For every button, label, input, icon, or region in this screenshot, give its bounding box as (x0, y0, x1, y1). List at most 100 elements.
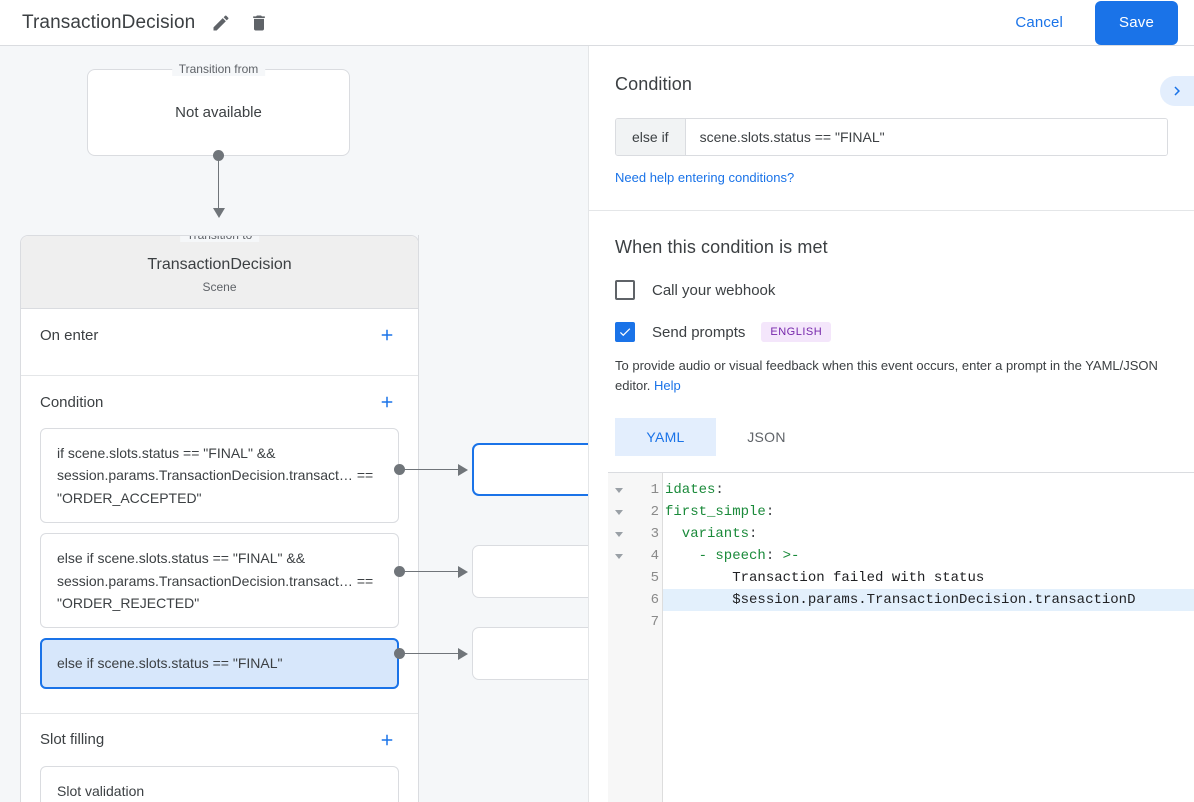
prompts-note: To provide audio or visual feedback when… (615, 356, 1168, 396)
editor-line[interactable]: idates: (663, 479, 1194, 501)
flow-canvas[interactable]: Transition from Not available Transition… (0, 46, 588, 802)
scene-name: TransactionDecision (147, 256, 292, 273)
section-title-slot-filling: Slot filling (40, 731, 105, 749)
editor-fold-toggle-4[interactable] (608, 545, 630, 567)
editor-line-number: 6 (650, 592, 659, 608)
handler-arrow-0-icon (458, 464, 468, 476)
language-badge: ENGLISH (761, 322, 832, 342)
chevron-down-icon (615, 487, 623, 493)
panel-divider (589, 210, 1194, 211)
panel-heading-condition: Condition (615, 74, 692, 94)
handler-line-1 (399, 571, 466, 572)
editor-line[interactable]: Transaction failed with status (663, 567, 1194, 589)
yaml-punct: : (749, 526, 758, 542)
condition-prefix-label: else if (616, 119, 686, 155)
connector-arrow-down-icon (213, 208, 225, 218)
editor-line[interactable]: first_simple: (663, 501, 1194, 523)
app-bar: TransactionDecision Cancel Save (0, 0, 1194, 46)
editor-line[interactable]: - speech: >- (663, 545, 1194, 567)
editor-line-number: 3 (650, 526, 659, 542)
editor-fold-column (608, 473, 630, 802)
editor-fold-toggle-5 (608, 567, 630, 589)
editor-fold-toggle-2[interactable] (608, 501, 630, 523)
send-prompts-label: Send prompts (652, 323, 746, 341)
editor-line-number: 5 (650, 570, 659, 586)
editor-fold-toggle-6 (608, 589, 630, 611)
yaml-key: idates (665, 482, 716, 498)
handler-target-1[interactable] (472, 545, 588, 598)
condition-item-0[interactable]: if scene.slots.status == "FINAL" && sess… (40, 428, 399, 524)
transition-to-legend: Transition to (179, 236, 260, 242)
editor-fold-toggle-1[interactable] (608, 479, 630, 501)
editor-line[interactable]: $session.params.TransactionDecision.tran… (663, 589, 1194, 611)
prompts-note-text: To provide audio or visual feedback when… (615, 358, 1158, 394)
transition-from-legend: Transition from (171, 62, 266, 76)
condition-help-link[interactable]: Need help entering conditions? (615, 170, 795, 185)
yaml-punct: : (715, 482, 724, 498)
section-slot-filling: Slot filling Slot validation (21, 714, 418, 802)
send-prompts-checkbox[interactable] (615, 322, 635, 342)
yaml-key: variants (665, 526, 750, 542)
condition-item-1[interactable]: else if scene.slots.status == "FINAL" &&… (40, 533, 399, 629)
add-slot-filling-button[interactable] (375, 728, 399, 752)
page-title: TransactionDecision (22, 11, 196, 33)
editor-line-number: 2 (650, 504, 659, 520)
pencil-icon[interactable] (209, 11, 233, 35)
yaml-value: Transaction failed with status (665, 570, 985, 586)
handler-line-0 (399, 469, 466, 470)
webhook-row[interactable]: Call your webhook (615, 280, 1168, 300)
when-condition-met-heading: When this condition is met (615, 237, 828, 257)
condition-expression-input[interactable] (685, 119, 1167, 155)
cancel-button[interactable]: Cancel (1001, 6, 1077, 39)
chevron-right-icon[interactable] (1160, 76, 1194, 106)
section-on-enter: On enter (21, 309, 418, 376)
tab-json[interactable]: JSON (747, 429, 786, 446)
add-condition-button[interactable] (375, 390, 399, 414)
send-prompts-row[interactable]: Send prompts ENGLISH (615, 322, 1168, 342)
editor-line[interactable]: variants: (663, 523, 1194, 545)
call-webhook-checkbox[interactable] (615, 280, 635, 300)
tab-yaml[interactable]: YAML (615, 418, 716, 457)
add-on-enter-button[interactable] (375, 323, 399, 347)
yaml-value: $session.params.TransactionDecision.tran… (665, 592, 1136, 608)
yaml-key: first_simple (665, 504, 766, 520)
yaml-value: >- (774, 548, 800, 564)
editor-format-tabs: YAML JSON (615, 418, 1168, 457)
section-condition: Condition if scene.slots.status == "FINA… (21, 376, 418, 714)
editor-code-area[interactable]: idates:first_simple: variants: - speech:… (663, 473, 1194, 802)
condition-field-row: else if (615, 118, 1168, 156)
transition-from-card: Transition from Not available (87, 62, 350, 156)
call-webhook-label: Call your webhook (652, 281, 776, 299)
editor-line[interactable] (663, 611, 1194, 633)
yaml-punct: : (765, 504, 775, 520)
connector-line (218, 156, 219, 211)
chevron-down-icon (615, 553, 623, 559)
handler-target-0[interactable] (472, 443, 588, 496)
scene-type: Scene (202, 280, 237, 294)
handler-line-2 (399, 653, 466, 654)
trash-icon[interactable] (247, 11, 271, 35)
slot-validation-item[interactable]: Slot validation (40, 765, 399, 802)
editor-line-number: 4 (650, 548, 659, 564)
condition-item-2[interactable]: else if scene.slots.status == "FINAL" (40, 638, 399, 689)
when-met-section: When this condition is met Call your web… (589, 211, 1194, 457)
yaml-key: - speech (665, 548, 766, 564)
connector-dot (213, 150, 224, 161)
chevron-down-icon (615, 531, 623, 537)
handler-target-2[interactable] (472, 627, 588, 680)
section-title-condition: Condition (40, 393, 104, 411)
chevron-down-icon (615, 509, 623, 515)
transition-to-card: Transition to TransactionDecision Scene … (20, 235, 419, 802)
condition-section: Condition else if Need help entering con… (589, 46, 1194, 187)
scene-header: TransactionDecision Scene (21, 236, 418, 309)
transition-from-value: Not available (175, 104, 262, 121)
editor-fold-toggle-7 (608, 611, 630, 633)
prompts-help-link[interactable]: Help (654, 378, 681, 394)
editor-fold-toggle-3[interactable] (608, 523, 630, 545)
yaml-punct: : (765, 548, 775, 564)
save-button[interactable]: Save (1095, 0, 1178, 45)
handler-arrow-1-icon (458, 566, 468, 578)
handler-arrow-2-icon (458, 648, 468, 660)
